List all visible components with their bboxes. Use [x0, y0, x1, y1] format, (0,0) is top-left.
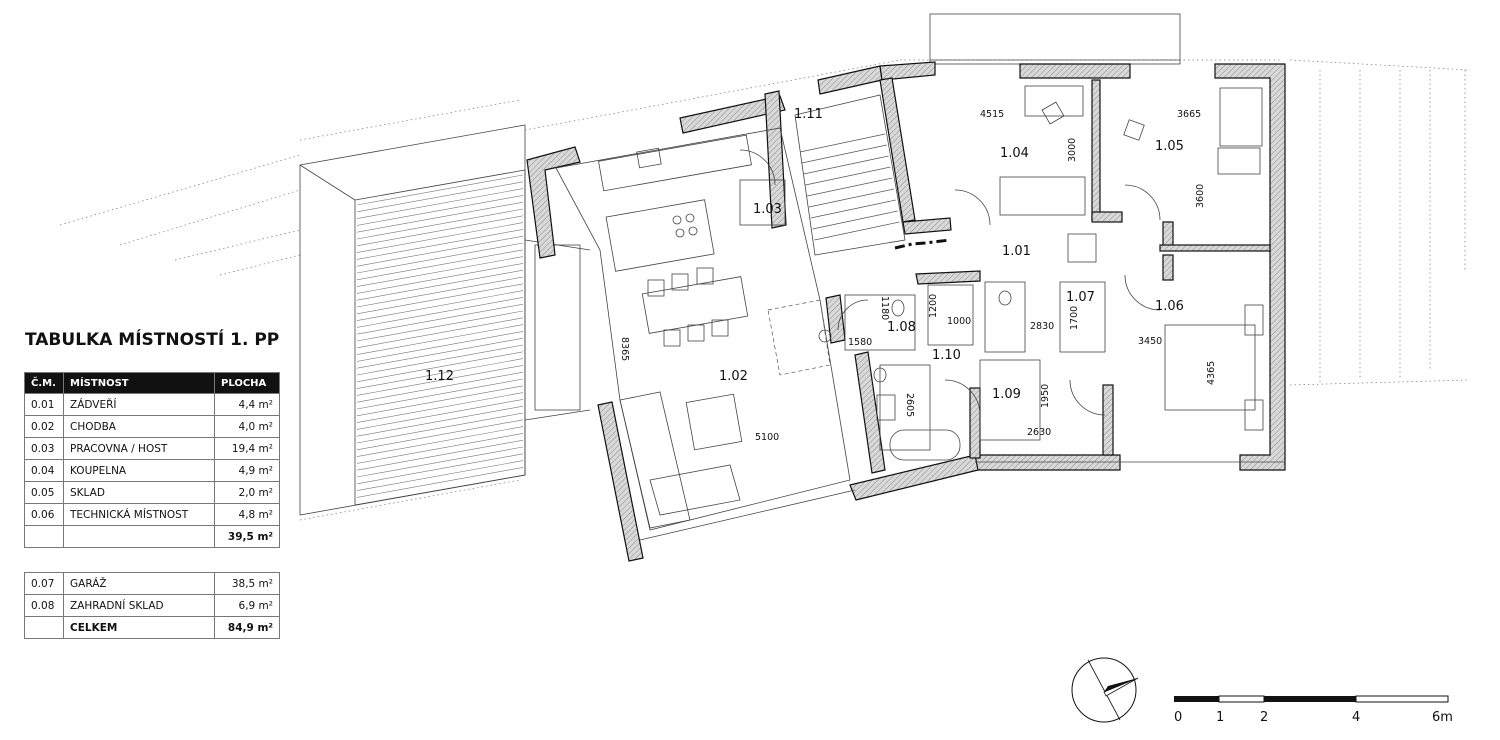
subtotal-area: 39,5 m²	[214, 525, 280, 548]
dimension-label: 3450	[1138, 336, 1162, 347]
room-number: 0.05	[24, 481, 64, 504]
room-label: 1.12	[425, 369, 454, 384]
column-header-room: MÍSTNOST	[63, 372, 215, 394]
room-name: KOUPELNA	[63, 459, 215, 482]
room-name: PRACOVNA / HOST	[63, 437, 215, 460]
room-label: 1.03	[753, 202, 782, 217]
room-label: 1.04	[1000, 146, 1029, 161]
table-header-row: Č.M. MÍSTNOST PLOCHA	[24, 372, 280, 394]
column-header-number: Č.M.	[24, 372, 64, 394]
terrain-lines-left	[59, 99, 521, 521]
total-area: 84,9 m²	[214, 616, 280, 639]
subtotal-row: 39,5 m²	[24, 525, 280, 548]
dimension-label: 2830	[1030, 321, 1054, 332]
dimension-labels: 4515 3665 3000 3600 1200 1000 2830 1700 …	[619, 109, 1217, 443]
dimension-label: 1700	[1069, 306, 1080, 330]
room-label: 1.08	[887, 320, 916, 335]
scale-label: 6m	[1432, 710, 1452, 725]
room-number: 0.03	[24, 437, 64, 460]
room-area: 4,0 m²	[214, 415, 280, 438]
terrace	[299, 124, 591, 516]
scale-label: 0	[1174, 710, 1182, 725]
dimension-label: 3000	[1067, 138, 1078, 162]
room-label: 1.02	[719, 369, 748, 384]
scale-label: 1	[1216, 710, 1224, 725]
walls	[526, 61, 1286, 562]
dimension-label: 1200	[928, 294, 939, 318]
interior-lines	[555, 85, 1285, 541]
north-arrow-icon	[1071, 657, 1139, 723]
room-number: 0.08	[24, 594, 64, 617]
room-area: 4,8 m²	[214, 503, 280, 526]
scale-bar: 0 1 2 4 6m	[1174, 695, 1452, 725]
room-number: 0.07	[24, 572, 64, 595]
room-label: 1.01	[1002, 244, 1031, 259]
dimension-label: 2605	[904, 393, 915, 417]
terrain-lines-right	[1289, 59, 1471, 386]
room-name: SKLAD	[63, 481, 215, 504]
room-label: 1.11	[794, 107, 823, 122]
dimension-label: 3600	[1195, 184, 1206, 208]
room-name: ZAHRADNÍ SKLAD	[63, 594, 215, 617]
room-number: 0.01	[24, 393, 64, 416]
room-label: 1.05	[1155, 139, 1184, 154]
dimension-label: 4365	[1206, 361, 1217, 385]
scale-label: 4	[1352, 710, 1360, 725]
room-area: 6,9 m²	[214, 594, 280, 617]
outdoor-stairs	[929, 13, 1181, 65]
room-label: 1.06	[1155, 299, 1184, 314]
room-name: TECHNICKÁ MÍSTNOST	[63, 503, 215, 526]
room-area: 2,0 m²	[214, 481, 280, 504]
column-header-area: PLOCHA	[214, 372, 280, 394]
room-number: 0.06	[24, 503, 64, 526]
room-name: GARÁŽ	[63, 572, 215, 595]
room-name: ZÁDVEŘÍ	[63, 393, 215, 416]
dimension-label: 1180	[879, 296, 890, 320]
dimension-label: 1950	[1040, 384, 1051, 408]
roof-outline	[524, 59, 901, 131]
dimension-label: 2630	[1027, 427, 1051, 438]
room-area: 19,4 m²	[214, 437, 280, 460]
room-label: 1.07	[1066, 290, 1095, 305]
room-label: 1.10	[932, 348, 961, 363]
room-area: 4,9 m²	[214, 459, 280, 482]
room-table-title: TABULKA MÍSTNOSTÍ 1. PP	[25, 330, 280, 350]
dimension-label: 4515	[980, 109, 1004, 120]
scale-label: 2	[1260, 710, 1268, 725]
room-label: 1.09	[992, 387, 1021, 402]
room-labels: 1.01 1.02 1.03 1.04 1.05 1.06 1.07 1.08 …	[425, 107, 1184, 402]
room-name: CHODBA	[63, 415, 215, 438]
dimension-label: 1000	[947, 316, 971, 327]
room-area: 4,4 m²	[214, 393, 280, 416]
dimension-label: 8365	[619, 337, 630, 361]
room-area: 38,5 m²	[214, 572, 280, 595]
room-number: 0.02	[24, 415, 64, 438]
dimension-label: 5100	[755, 432, 779, 443]
total-label: CELKEM	[63, 616, 215, 639]
dimension-label: 1580	[848, 337, 872, 348]
dimension-label: 3665	[1177, 109, 1201, 120]
room-number: 0.04	[24, 459, 64, 482]
